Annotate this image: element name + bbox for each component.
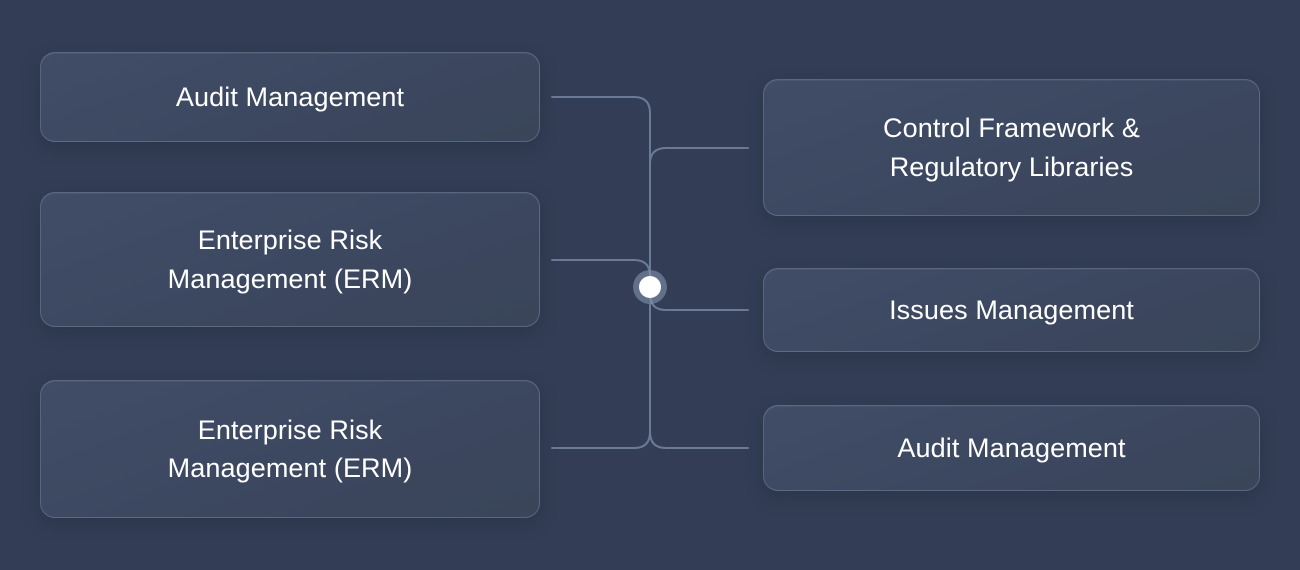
node-label: Enterprise Risk Management (ERM) xyxy=(167,225,413,294)
connector-right-1 xyxy=(649,293,749,311)
connector-right-2 xyxy=(649,431,749,449)
node-label: Enterprise Risk Management (ERM) xyxy=(167,414,413,483)
center-hub-core-icon xyxy=(639,276,661,298)
connector-left-0 xyxy=(551,96,651,271)
connector-left-2 xyxy=(551,303,651,449)
node-card-right-0[interactable]: Control Framework & Regulatory Libraries xyxy=(763,79,1260,216)
connector-right-0 xyxy=(649,147,749,165)
center-hub-node[interactable] xyxy=(633,270,667,304)
node-label: Audit Management xyxy=(175,81,405,112)
node-label: Issues Management xyxy=(889,294,1134,325)
node-card-left-0[interactable]: Audit Management xyxy=(40,52,540,142)
node-card-left-2[interactable]: Enterprise Risk Management (ERM) xyxy=(40,380,540,518)
node-card-left-1[interactable]: Enterprise Risk Management (ERM) xyxy=(40,192,540,327)
node-card-right-2[interactable]: Audit Management xyxy=(763,405,1260,491)
node-card-right-1[interactable]: Issues Management xyxy=(763,268,1260,352)
node-label: Control Framework & Regulatory Libraries xyxy=(883,113,1140,182)
node-label: Audit Management xyxy=(897,432,1126,463)
